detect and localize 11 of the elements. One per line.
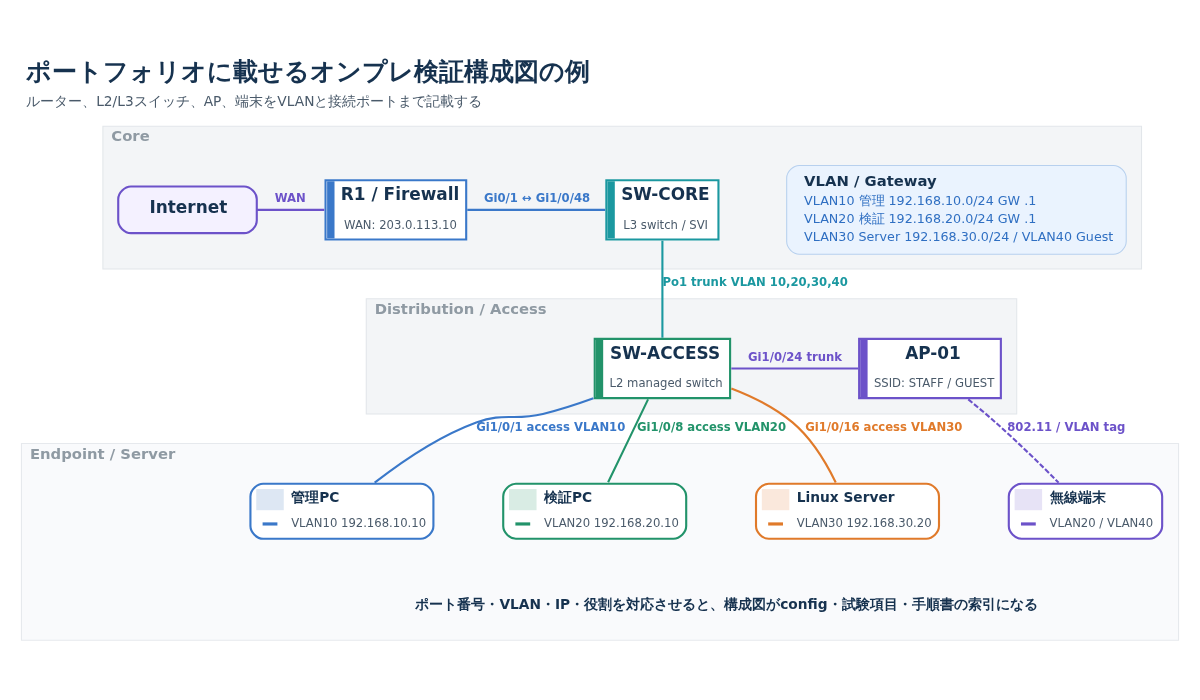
edge-label: Gi1/0/1 access VLAN10	[476, 419, 626, 434]
edge-label: Gi1/0/8 access VLAN20	[637, 419, 787, 434]
label: ポート番号・VLAN・IP・役割を対応させると、構成図がconfig・試験項目・手順書の索引になる	[415, 595, 1038, 612]
edge-label: Gi1/0/24 trunk	[748, 349, 843, 364]
diagram-title: ポートフォリオに載せるオンプレ検証構成図の例	[26, 55, 591, 86]
edge-label: Gi0/1 ↔ Gi1/0/48	[483, 190, 591, 205]
caption: ルーター、L2/L3スイッチ、AP、端末をVLANと接続ポートまで記載する	[26, 92, 483, 109]
edge-label: 802.11 / VLAN tag	[1007, 419, 1126, 434]
edge-label: Gi1/0/16 access VLAN30	[805, 419, 963, 434]
edge-label: Po1 trunk VLAN 10,20,30,40	[662, 274, 848, 289]
edge-label: WAN	[274, 190, 306, 205]
